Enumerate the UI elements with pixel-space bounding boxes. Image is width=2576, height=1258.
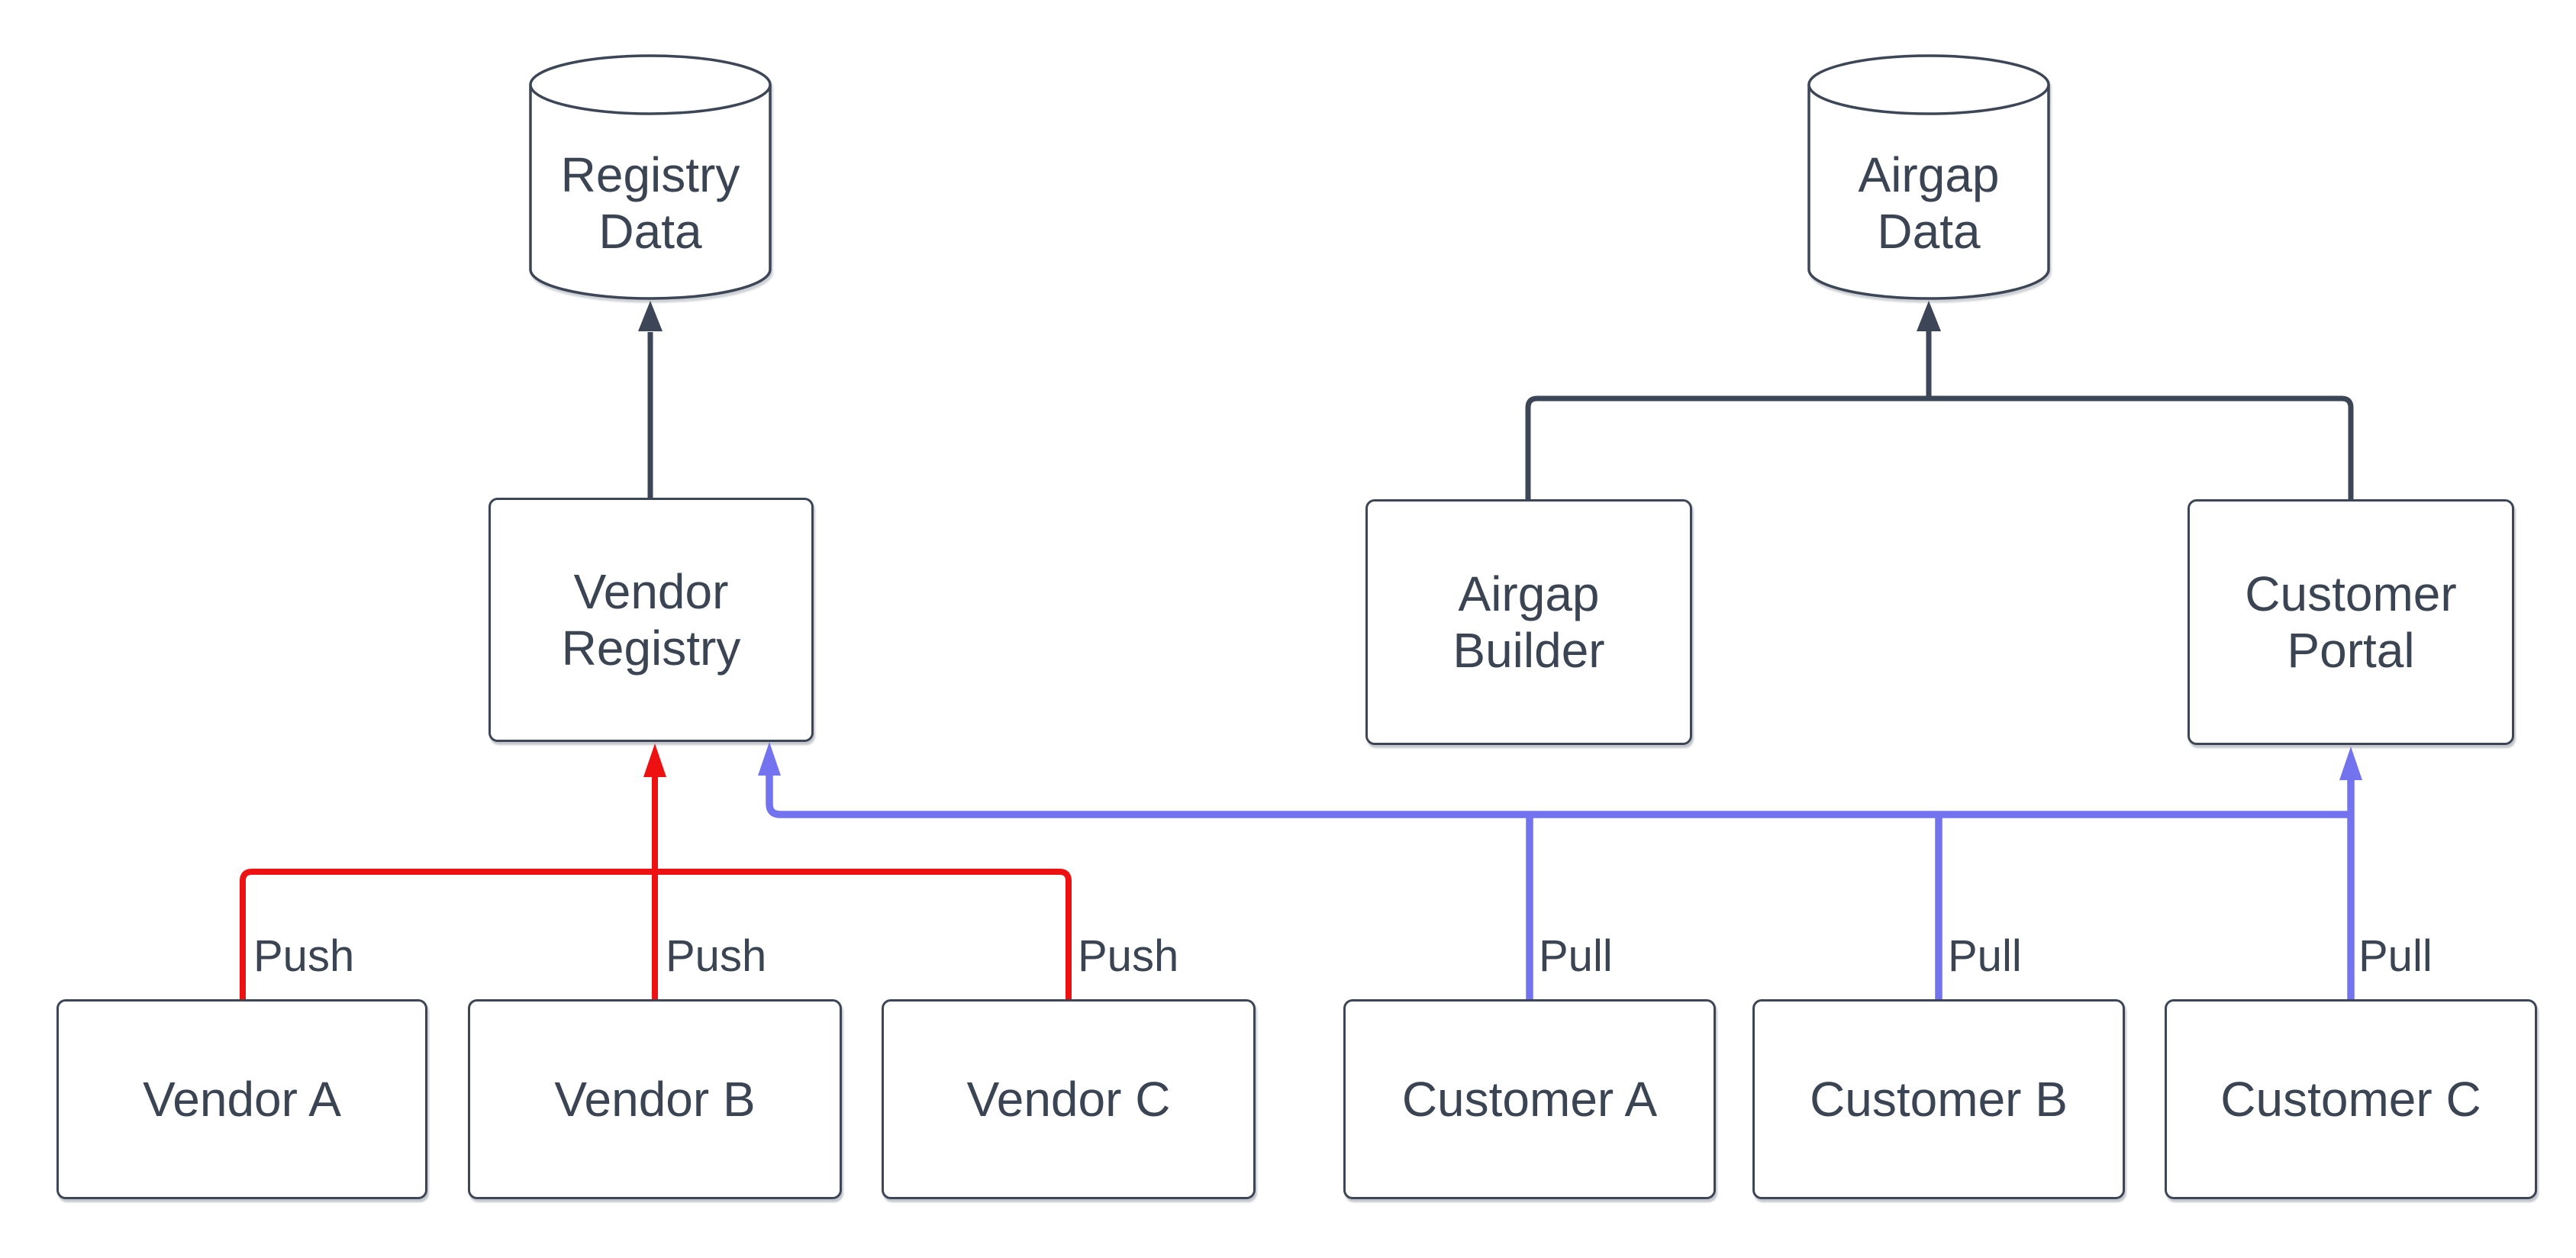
node-label: Customer A bbox=[1401, 1072, 1658, 1127]
node-label: Airgap Data bbox=[1858, 147, 2000, 259]
node-customer-b: Customer B bbox=[1752, 999, 2125, 1199]
node-customer-a: Customer A bbox=[1343, 999, 1716, 1199]
node-vendor-registry: Vendor Registry bbox=[488, 498, 814, 742]
node-label: Customer Portal bbox=[2245, 566, 2457, 678]
edge-label-pull-customer-c: Pull bbox=[2358, 931, 2433, 981]
node-label: Airgap Builder bbox=[1452, 566, 1605, 678]
node-customer-portal: Customer Portal bbox=[2188, 499, 2514, 745]
edge-label-pull-customer-a: Pull bbox=[1539, 931, 1613, 981]
node-airgap-data: Airgap Data bbox=[1807, 54, 2050, 300]
node-label: Vendor C bbox=[966, 1072, 1171, 1127]
node-airgap-builder: Airgap Builder bbox=[1365, 499, 1692, 745]
database-cylinder-icon bbox=[1807, 54, 2050, 300]
arrowhead-up-icon bbox=[1917, 301, 1941, 331]
edge-push-bus bbox=[240, 744, 1072, 999]
node-registry-data: Registry Data bbox=[529, 54, 772, 300]
database-cylinder-icon bbox=[529, 54, 772, 300]
node-vendor-c: Vendor C bbox=[882, 999, 1256, 1199]
node-label: Vendor A bbox=[143, 1072, 341, 1127]
arrowhead-up-icon bbox=[638, 301, 663, 331]
edge-label-push-vendor-b: Push bbox=[666, 931, 767, 981]
edge-label-push-vendor-c: Push bbox=[1078, 931, 1179, 981]
node-customer-c: Customer C bbox=[2165, 999, 2537, 1199]
arrowhead-up-icon bbox=[758, 742, 781, 776]
node-label: Vendor Registry bbox=[561, 564, 741, 676]
node-vendor-a: Vendor A bbox=[56, 999, 427, 1199]
node-label: Customer B bbox=[1810, 1072, 2068, 1127]
node-label: Customer C bbox=[2220, 1072, 2481, 1127]
arrowhead-up-icon bbox=[643, 744, 666, 777]
node-label: Registry Data bbox=[560, 147, 740, 259]
node-vendor-b: Vendor B bbox=[468, 999, 842, 1199]
edge-label-pull-customer-b: Pull bbox=[1948, 931, 2022, 981]
node-label: Vendor B bbox=[554, 1072, 756, 1127]
arrowhead-up-icon bbox=[2339, 747, 2362, 780]
edge-vendor-registry-to-registry-data bbox=[638, 301, 663, 498]
edge-builder-portal-to-airgap-data bbox=[1525, 301, 2354, 499]
edge-label-push-vendor-a: Push bbox=[253, 931, 355, 981]
